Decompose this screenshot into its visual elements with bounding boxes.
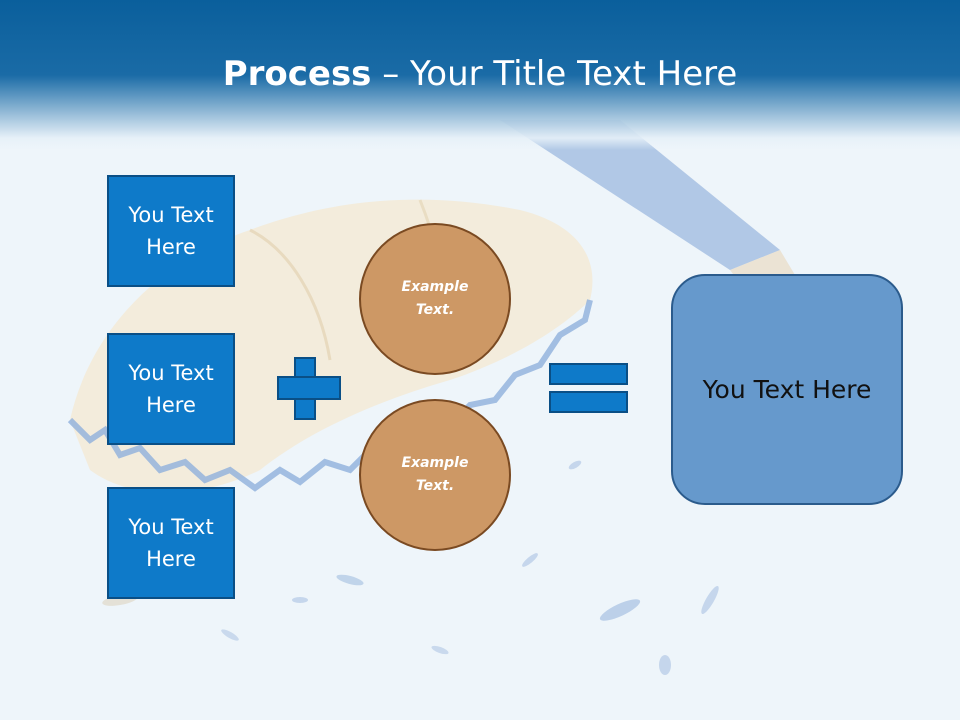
text-box-1[interactable]: You Text Here [107, 175, 235, 287]
text-box-2[interactable]: You Text Here [107, 333, 235, 445]
title-rest: – Your Title Text Here [371, 54, 738, 94]
equals-icon-bottom-bar [549, 391, 628, 413]
example-circle-1[interactable]: Example Text. [359, 223, 511, 375]
equals-icon-top-bar [549, 363, 628, 385]
plus-icon-center [296, 378, 314, 398]
example-circle-2[interactable]: Example Text. [359, 399, 511, 551]
title-bold: Process [222, 54, 372, 94]
slide-title[interactable]: Process – Your Title Text Here [0, 52, 960, 96]
text-box-3[interactable]: You Text Here [107, 487, 235, 599]
title-banner [0, 0, 960, 150]
result-box[interactable]: You Text Here [671, 274, 903, 505]
